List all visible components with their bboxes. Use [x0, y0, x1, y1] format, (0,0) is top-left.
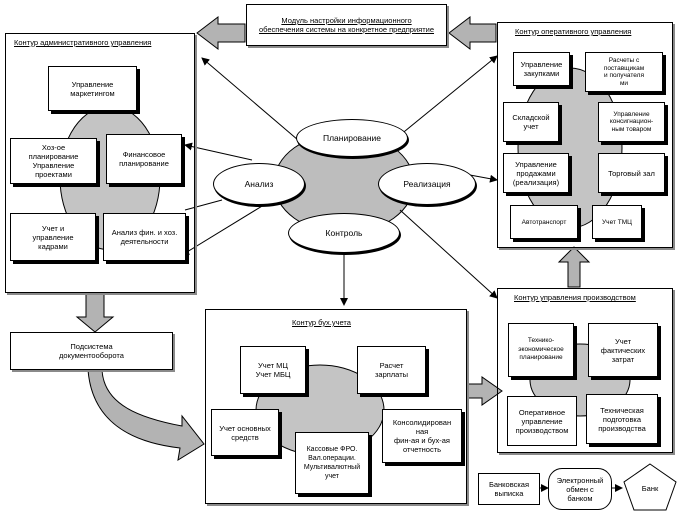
analysis-label: Анализ [244, 179, 274, 189]
docflow-box: Подсистема документооборота [10, 332, 173, 370]
accounting-panel [205, 309, 467, 504]
admin-panel-title: Контур административного управления [14, 38, 152, 47]
acc-cash-box: Кассовые ФРО. Вал.операции. Мультивалютн… [295, 432, 369, 494]
line-analysis-to-center [181, 199, 273, 256]
op-warehouse-label: Складской учет [512, 113, 550, 131]
operational-panel [497, 22, 673, 248]
realization-node: Реализация [378, 163, 476, 205]
line-analysis-to-admin [184, 142, 253, 161]
arrow-header-to-admin [196, 15, 246, 51]
prod-tech-econ-label: Технико- экономическое планирование [518, 337, 564, 362]
admin-fin-planning-box: Финансовое планирование [106, 134, 182, 184]
acc-mc-box: Учет МЦ Учет МБЦ [240, 346, 306, 394]
operational-panel-title: Контур оперативного управления [515, 27, 632, 36]
line-planning-to-admin [201, 57, 299, 141]
admin-planning-label: Хоз-ое планирование Управление проектами [28, 143, 79, 179]
admin-panel [5, 33, 195, 293]
bank-statement-box: Банковская выписка [478, 473, 540, 505]
acc-mc-label: Учет МЦ Учет МБЦ [255, 361, 291, 379]
arrow-operational-to-header [448, 15, 497, 51]
prod-actual-costs-box: Учет фактических затрат [588, 323, 658, 377]
line-control-to-production [399, 209, 498, 299]
arrow-production-to-operational [557, 246, 591, 288]
prod-tech-prep-box: Техническая подготовка производства [586, 394, 658, 444]
prod-operational-box: Оперативное управление производством [507, 396, 577, 446]
accounting-panel-title: Контур бух.учета [292, 318, 351, 327]
op-transport-box: Автотранспорт [510, 205, 578, 239]
admin-planning-box: Хоз-ое планирование Управление проектами [10, 138, 97, 184]
op-tmc-label: Учет ТМЦ [602, 218, 632, 226]
bank-statement-label: Банковская выписка [488, 480, 530, 498]
op-consignment-label: Управление консигнацион- ным товаром [609, 110, 654, 133]
bank-pentagon [623, 463, 677, 511]
production-panel [497, 288, 673, 453]
setup-module-label: Модуль настройки информационного обеспеч… [258, 16, 435, 34]
prod-actual-costs-label: Учет фактических затрат [600, 336, 646, 364]
op-transport-label: Автотранспорт [521, 218, 567, 226]
arrow-docflow-to-accounting [87, 369, 205, 462]
admin-marketing-label: Управление маркетингом [70, 79, 115, 98]
prod-tech-econ-box: Технико- экономическое планирование [508, 323, 574, 377]
op-sales-label: Управление продажами (реализация) [512, 159, 560, 187]
op-settlements-label: Расчеты с поставщикам и получателя ми [603, 57, 645, 87]
admin-analysis-box: Анализ фин. и хоз. деятельности [103, 213, 186, 261]
op-trade-box: Торговый зал [598, 153, 665, 193]
op-trade-label: Торговый зал [608, 168, 655, 178]
control-label: Контроль [325, 228, 363, 238]
op-purchases-label: Управление закупками [520, 60, 563, 78]
arrow-accounting-to-production [467, 376, 503, 406]
admin-analysis-label: Анализ фин. и хоз. деятельности [111, 228, 178, 246]
acc-payroll-box: Расчет зарплаты [357, 346, 426, 394]
planning-label: Планирование [322, 133, 381, 143]
planning-node: Планирование [296, 119, 408, 157]
arrow-admin-to-docflow [75, 292, 115, 333]
control-node: Контроль [288, 213, 400, 253]
acc-cash-label: Кассовые ФРО. Вал.операции. Мультивалютн… [303, 446, 361, 480]
admin-personnel-label: Учет и управление кадрами [32, 223, 74, 251]
acc-fixed-assets-box: Учет основных средств [211, 409, 279, 456]
op-sales-box: Управление продажами (реализация) [503, 153, 569, 193]
acc-fixed-assets-label: Учет основных средств [219, 423, 271, 442]
bank-exchange-box: Электронный обмен с банком [548, 468, 612, 510]
op-warehouse-box: Складской учет [503, 102, 559, 142]
realization-label: Реализация [403, 179, 451, 189]
line-planning-to-operational [393, 55, 498, 141]
op-consignment-box: Управление консигнацион- ным товаром [598, 102, 665, 142]
admin-marketing-box: Управление маркетингом [48, 66, 137, 111]
prod-operational-label: Оперативное управление производством [515, 407, 569, 435]
setup-module-box: Модуль настройки информационного обеспеч… [246, 4, 447, 46]
admin-personnel-box: Учет и управление кадрами [10, 213, 96, 261]
bank-label: Банк [641, 484, 659, 493]
line-admin-to-center [184, 199, 223, 211]
admin-fin-planning-label: Финансовое планирование [119, 150, 169, 168]
op-settlements-box: Расчеты с поставщикам и получателя ми [585, 52, 663, 92]
prod-tech-prep-label: Техническая подготовка производства [598, 405, 646, 433]
analysis-node: Анализ [213, 163, 305, 205]
op-purchases-box: Управление закупками [513, 52, 570, 86]
acc-payroll-label: Расчет зарплаты [374, 361, 409, 379]
acc-consolidated-label: Консолидирован ная фин-ая и бух-ая отчет… [392, 418, 452, 454]
op-tmc-box: Учет ТМЦ [592, 205, 642, 239]
docflow-label: Подсистема документооборота [59, 342, 124, 360]
acc-consolidated-box: Консолидирован ная фин-ая и бух-ая отчет… [382, 409, 462, 463]
production-panel-title: Контур управления производством [514, 293, 636, 302]
bank-exchange-label: Электронный обмен с банком [556, 475, 604, 503]
